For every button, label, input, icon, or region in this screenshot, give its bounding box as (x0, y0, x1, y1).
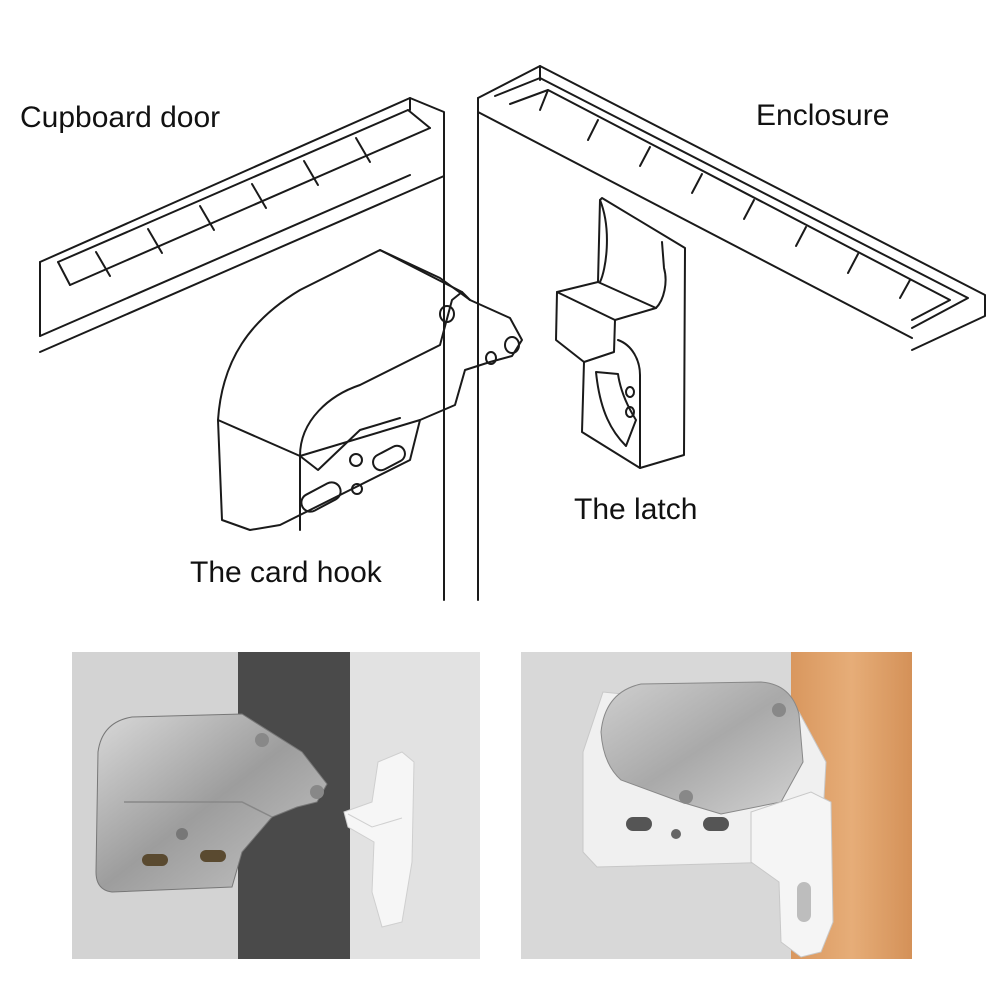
card-hook-label: The card hook (190, 556, 382, 589)
latch-label: The latch (574, 493, 698, 526)
photo-installed-wood-door (521, 652, 912, 959)
line-diagram (39, 65, 986, 601)
photo-installed-dark-door (72, 652, 480, 959)
enclosure-drawing (477, 65, 986, 601)
latch-drawing (555, 197, 686, 469)
card-hook-drawing (217, 249, 523, 531)
enclosure-label: Enclosure (756, 99, 890, 132)
cupboard-door-drawing (39, 97, 445, 601)
cupboard-door-label: Cupboard door (20, 101, 221, 134)
